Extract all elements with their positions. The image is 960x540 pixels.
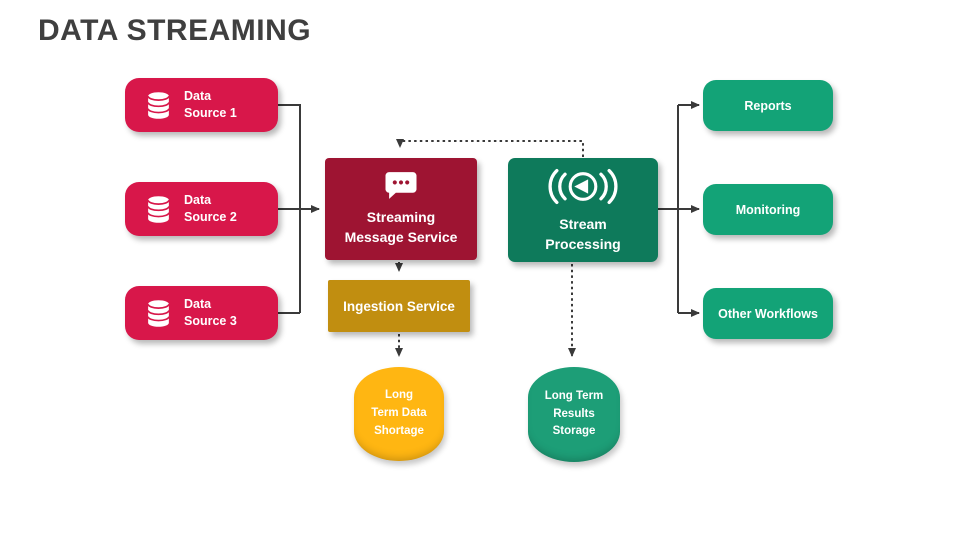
node-label: Data Source 2 xyxy=(184,192,237,225)
database-icon xyxy=(147,299,170,327)
connector-right-trunk xyxy=(658,105,679,313)
node-long-term-data-shortage: Long Term Data Shortage xyxy=(354,367,444,461)
node-label: Monitoring xyxy=(735,202,801,217)
node-data-source-3: Data Source 3 xyxy=(125,286,278,340)
dotted-feedback-arrow xyxy=(396,139,584,157)
page-title: DATA STREAMING xyxy=(38,14,312,47)
node-label: Other Workflows xyxy=(718,306,818,321)
broadcast-play-icon xyxy=(548,168,618,204)
chat-message-icon xyxy=(385,172,417,200)
node-label: Ingestion Service xyxy=(343,298,455,314)
database-icon xyxy=(147,91,170,119)
node-reports: Reports xyxy=(703,80,833,131)
node-data-source-1: Data Source 1 xyxy=(125,78,278,132)
node-label: Streaming Message Service xyxy=(344,209,458,245)
node-stream-processing: Stream Processing xyxy=(508,158,658,262)
database-icon xyxy=(147,195,170,223)
node-monitoring: Monitoring xyxy=(703,184,833,235)
node-other-workflows: Other Workflows xyxy=(703,288,833,339)
node-ingestion-service: Ingestion Service xyxy=(328,280,470,332)
node-long-term-results-storage: Long Term Results Storage xyxy=(528,367,620,462)
node-streaming-message-service: Streaming Message Service xyxy=(325,158,477,260)
node-label: Long Term Data Shortage xyxy=(371,389,427,437)
node-label: Long Term Results Storage xyxy=(544,389,604,438)
node-label: Reports xyxy=(744,98,792,113)
node-data-source-2: Data Source 2 xyxy=(125,182,278,236)
node-label: Data Source 3 xyxy=(184,296,237,329)
node-label: Data Source 1 xyxy=(184,88,237,121)
connector-left-trunk xyxy=(278,104,301,314)
node-label: Stream Processing xyxy=(545,215,621,252)
